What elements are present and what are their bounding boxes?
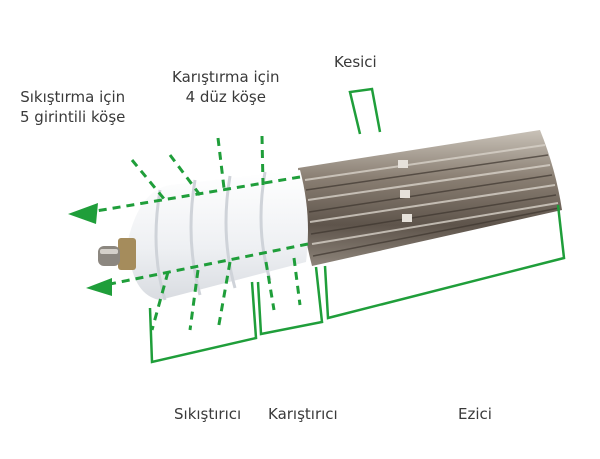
flow-arrow-lower	[104, 242, 309, 287]
compress-edge-line	[188, 269, 200, 331]
crusher-bracket	[323, 204, 566, 320]
compress-edge-line	[130, 159, 167, 201]
compress-edge-line	[150, 271, 170, 331]
compress-edges-line1: Sıkıştırma için	[20, 88, 126, 106]
mixer-label: Karıştırıcı	[268, 405, 338, 423]
mix-edge-line	[292, 257, 302, 306]
cutter-label: Kesici	[334, 53, 377, 71]
compress-edges-label: Sıkıştırma için 5 girintili köşe	[20, 87, 125, 127]
compressor-bracket	[148, 281, 258, 364]
arrowhead-lower	[86, 278, 112, 296]
compress-edges-line2: 5 girintili köşe	[20, 108, 126, 126]
mix-edges-line1: Karıştırma için	[172, 68, 280, 86]
auger-white-part	[128, 170, 308, 301]
mix-edges-label: Karıştırma için 4 düz köşe	[172, 67, 280, 107]
mix-edges-line2: 4 düz köşe	[185, 88, 266, 106]
shaft-nut	[98, 238, 136, 270]
mixer-bracket	[256, 266, 324, 336]
compressor-label: Sıkıştırıcı	[174, 405, 242, 423]
crusher-metal-part	[298, 130, 562, 266]
crusher-label: Ezici	[458, 405, 492, 423]
arrowhead-upper	[68, 203, 98, 224]
compress-edge-line	[216, 261, 232, 331]
cutter-bracket	[348, 87, 382, 135]
flow-arrow-upper	[89, 175, 301, 214]
